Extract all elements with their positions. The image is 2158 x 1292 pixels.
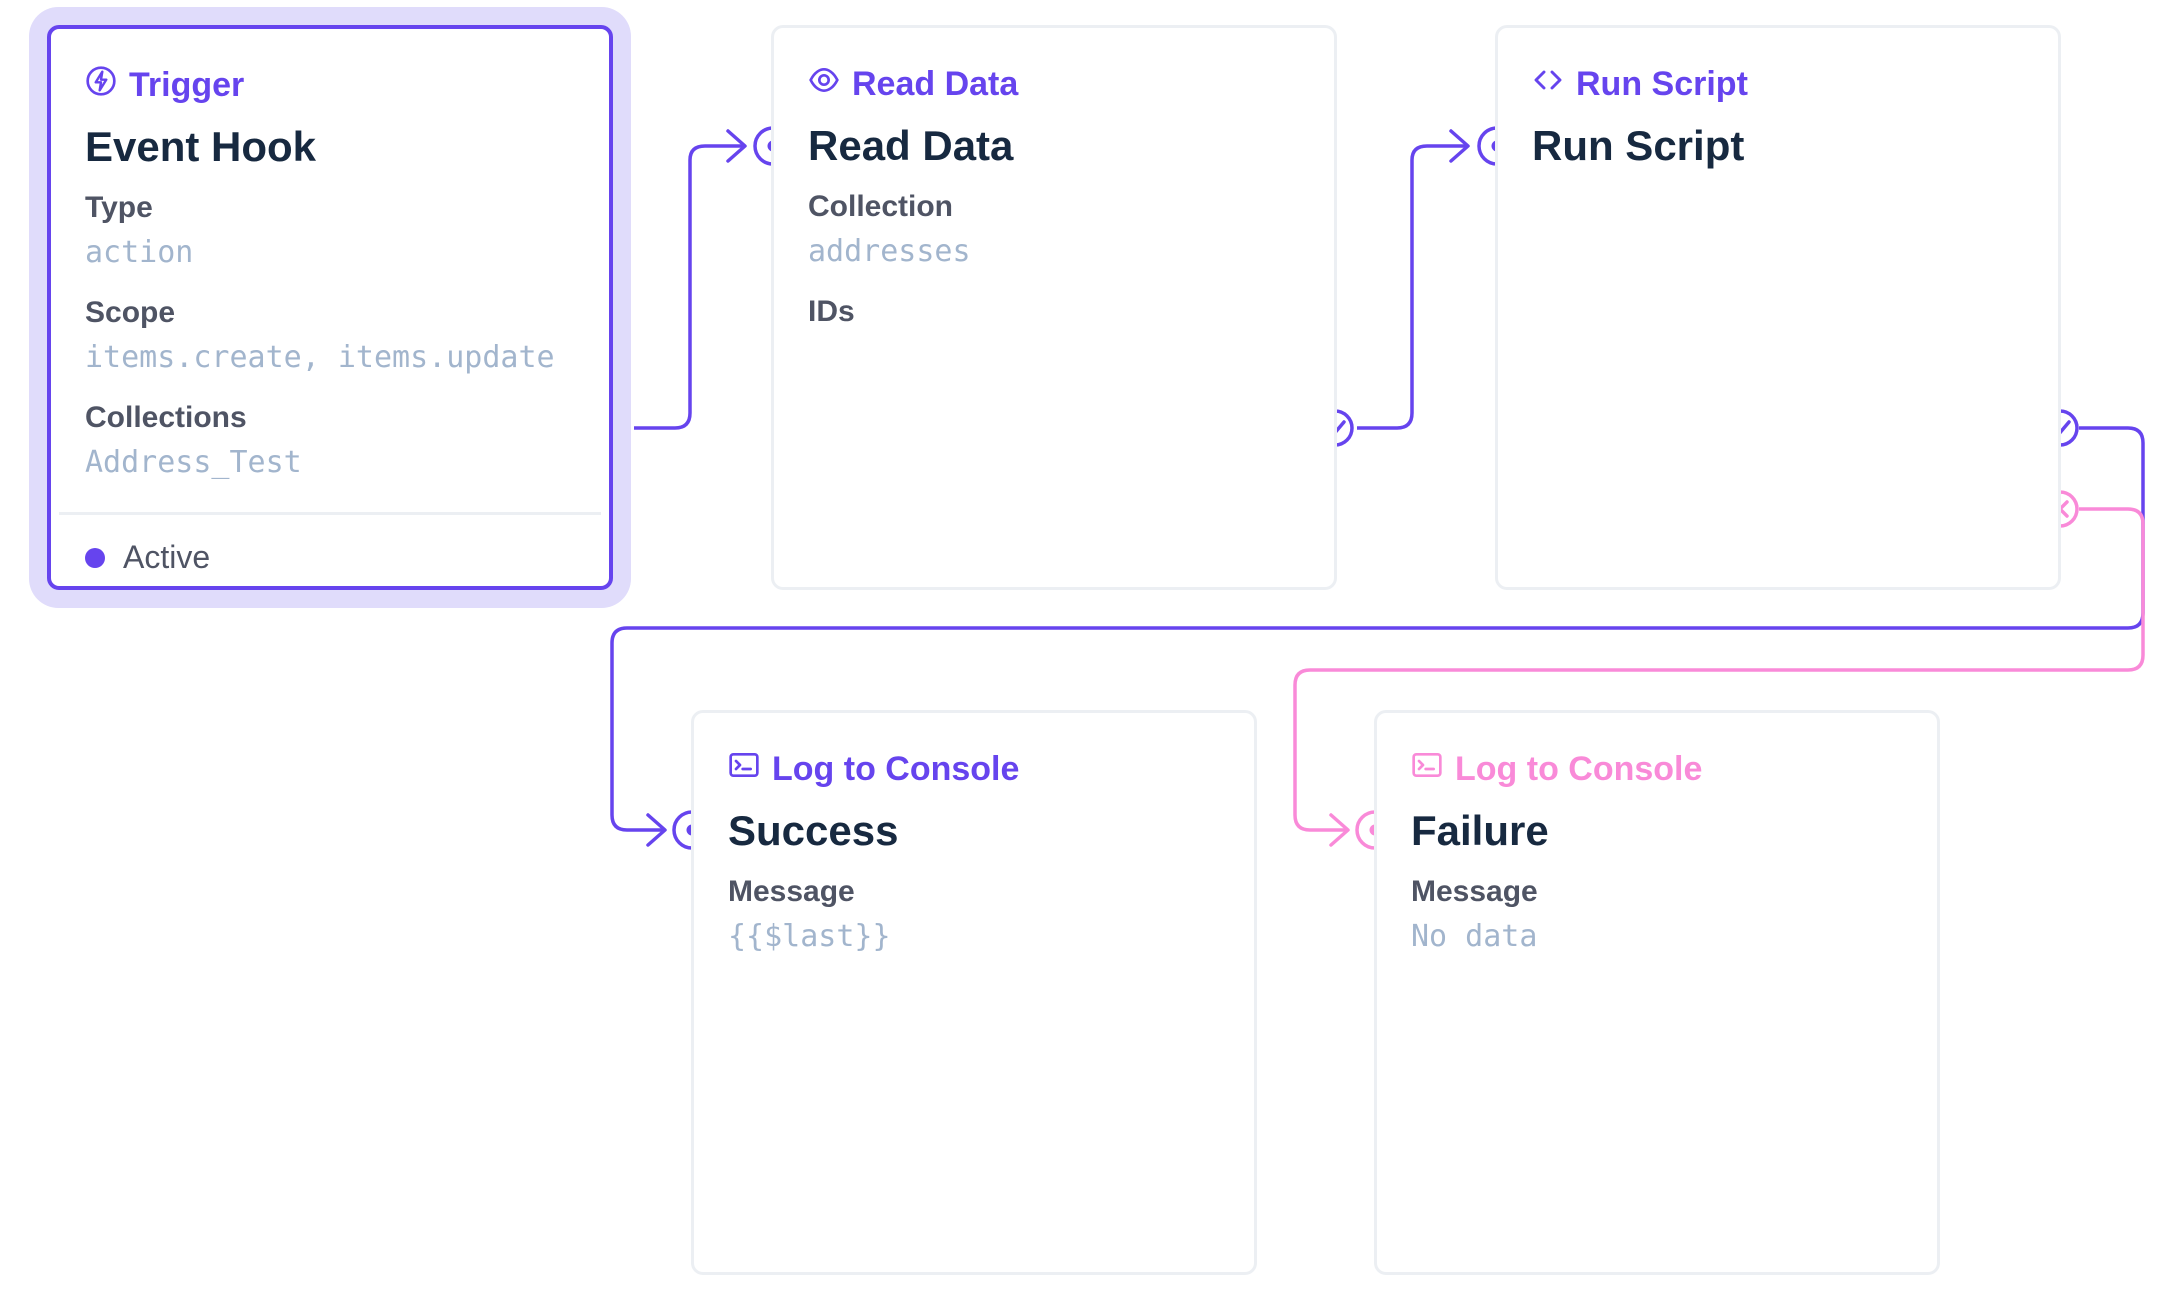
success-log-card[interactable]: Log to Console Success Message {{$last}} — [691, 710, 1257, 1275]
status-indicator: Active — [85, 539, 210, 576]
terminal-icon — [1411, 749, 1443, 790]
connector-trigger-read — [634, 144, 745, 430]
connector-run-failure — [1293, 507, 2145, 832]
field-label: IDs — [808, 295, 855, 328]
field-label: Scope — [85, 296, 176, 329]
arrowhead — [1329, 813, 1350, 847]
trigger-card[interactable]: Trigger Event Hook Type action Scope ite… — [47, 25, 613, 590]
field-ids: IDs — [808, 295, 855, 329]
field-message: Message {{$last}} — [728, 875, 891, 954]
arrowhead — [646, 813, 667, 847]
divider — [59, 512, 601, 515]
run-script-card[interactable]: Run Script Run Script — [1495, 25, 2061, 590]
card-type-label: Log to Console — [728, 749, 1019, 790]
arrowhead — [1449, 129, 1470, 163]
field-label: Type — [85, 191, 153, 224]
card-type-label: Run Script — [1532, 64, 1748, 105]
card-title: Run Script — [1532, 122, 1745, 169]
arrowhead — [726, 129, 747, 163]
eye-icon — [808, 64, 840, 105]
bolt-icon — [85, 65, 117, 106]
card-type-label: Log to Console — [1411, 749, 1702, 790]
field-scope: Scope items.create, items.update — [85, 296, 555, 375]
field-value: action — [85, 235, 194, 270]
field-value: No data — [1411, 919, 1538, 954]
connector-run-success — [610, 426, 2145, 832]
read-data-card[interactable]: Read Data Read Data Collection addresses… — [771, 25, 1337, 590]
card-type-label: Trigger — [85, 65, 244, 106]
status-dot — [85, 547, 105, 568]
field-value: {{$last}} — [728, 919, 891, 954]
field-value: Address_Test — [85, 445, 302, 480]
card-type-label: Read Data — [808, 64, 1018, 105]
card-title: Read Data — [808, 122, 1014, 169]
connector-read-run — [1357, 144, 1468, 430]
status-text: Active — [123, 539, 211, 575]
code-icon — [1532, 64, 1564, 105]
card-title: Failure — [1411, 807, 1549, 854]
field-label: Collections — [85, 401, 247, 434]
field-message: Message No data — [1411, 875, 1538, 954]
card-title: Success — [728, 807, 899, 854]
field-label: Message — [1411, 875, 1538, 908]
failure-log-card[interactable]: Log to Console Failure Message No data — [1374, 710, 1940, 1275]
field-label: Message — [728, 875, 855, 908]
field-value: items.create, items.update — [85, 340, 555, 375]
field-type: Type action — [85, 191, 193, 270]
field-collection: Collection addresses — [808, 190, 971, 269]
field-value: addresses — [808, 234, 971, 269]
terminal-icon — [728, 749, 760, 790]
field-label: Collection — [808, 190, 954, 223]
card-title: Event Hook — [85, 123, 317, 170]
field-collections: Collections Address_Test — [85, 401, 302, 480]
